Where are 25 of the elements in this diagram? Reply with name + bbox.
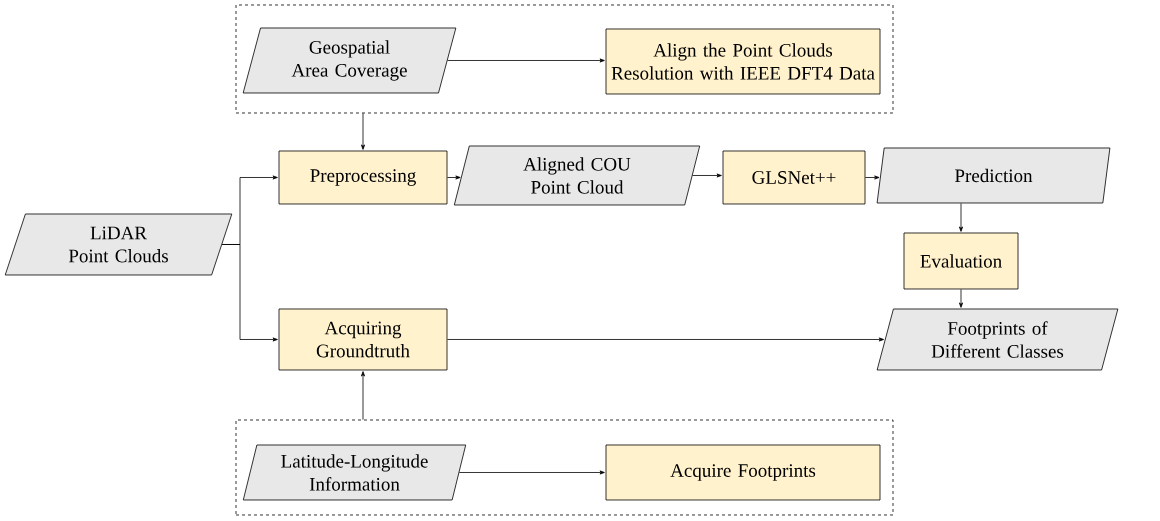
data-parallelogram: Footprints of Different Classes [876, 308, 1119, 371]
arrow [447, 58, 605, 63]
arrow [865, 175, 880, 180]
data-parallelogram: Geospatial Area Coverage [242, 27, 457, 94]
data-parallelogram: Latitude-Longitude Information [242, 444, 467, 501]
arrow [458, 470, 605, 475]
arrow [959, 203, 963, 232]
process-box: Acquire Footprints [605, 444, 881, 501]
arrow [447, 337, 885, 342]
dashed-group-frame [235, 419, 894, 516]
arrow [221, 244, 278, 342]
data-parallelogram: Aligned COU Point Cloud [453, 145, 701, 206]
arrow [692, 173, 722, 178]
process-box: GLSNet++ [722, 150, 866, 205]
arrow [361, 113, 365, 150]
process-box: Preprocessing [278, 150, 448, 205]
data-parallelogram: Prediction [876, 147, 1111, 204]
data-parallelogram: LiDAR Point Clouds [4, 213, 233, 276]
dashed-group-frame [235, 4, 894, 114]
process-box: Align the Point Clouds Resolution with IEEE DFT4 Data [605, 28, 881, 95]
process-box: Evaluation [903, 232, 1019, 290]
arrow [959, 289, 963, 308]
arrow [447, 175, 461, 180]
arrow [361, 371, 365, 420]
process-box: Acquiring Groundtruth [278, 308, 448, 371]
